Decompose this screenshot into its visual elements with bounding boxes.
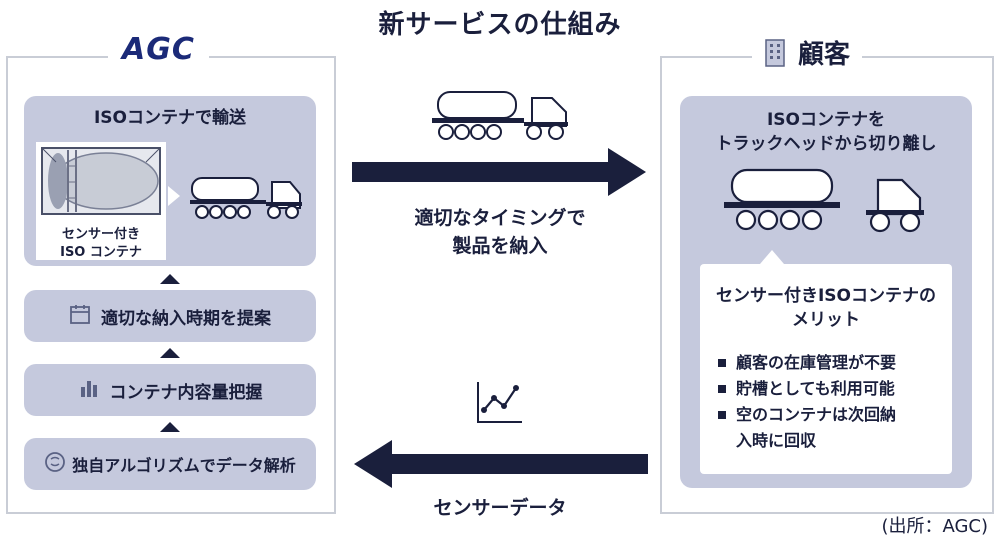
detached-truck-icon	[724, 168, 924, 233]
delivery-text-1: 適切なタイミングで	[414, 207, 586, 229]
iso-container-icon	[41, 147, 161, 215]
merit-item: 貯槽としても利用可能	[718, 376, 904, 402]
merit-item: 顧客の在庫管理が不要	[718, 350, 904, 376]
pointer-arrow	[168, 186, 180, 206]
merit-pointer	[760, 250, 784, 264]
customer-header: 顧客	[752, 34, 863, 71]
bar-chart-icon	[78, 377, 100, 404]
up-arrow-2	[160, 348, 180, 358]
step-label: 適切な納入時期を提案	[101, 308, 271, 329]
up-arrow-3	[160, 422, 180, 432]
sensor-data-label: センサーデータ	[433, 497, 567, 519]
brain-icon	[44, 451, 66, 477]
delivery-text-2: 製品を納入	[452, 235, 548, 257]
source-note: (出所：AGC)	[881, 516, 988, 537]
sensor-container-image: センサー付き ISO コンテナ	[36, 142, 166, 260]
customer-label: 顧客	[798, 40, 851, 70]
truck-icon	[432, 91, 568, 140]
merit-title-1: センサー付きISOコンテナの	[715, 286, 937, 306]
step-label: 独自アルゴリズムでデータ解析	[72, 456, 296, 475]
merit-title-2: メリット	[792, 310, 860, 330]
container-caption-1: センサー付き	[61, 227, 140, 242]
truck-small-icon	[190, 177, 302, 219]
customer-heading-2: トラックヘッドから切り離し	[715, 134, 937, 154]
step-grasp-volume: コンテナ内容量把握	[24, 364, 316, 416]
sensor-data-arrow	[354, 440, 648, 488]
up-arrow-1	[160, 274, 180, 284]
step-propose-timing: 適切な納入時期を提案	[24, 290, 316, 342]
agc-logo: AGC	[108, 32, 209, 67]
delivery-arrow	[352, 148, 646, 196]
merit-box: センサー付きISOコンテナの メリット 顧客の在庫管理が不要 貯槽としても利用可…	[700, 264, 952, 474]
customer-heading-1: ISOコンテナを	[766, 110, 886, 130]
calendar-icon	[69, 303, 91, 330]
building-icon	[765, 38, 785, 67]
step-data-analysis: 独自アルゴリズムでデータ解析	[24, 438, 316, 490]
merit-item: 空のコンテナは次回納入時に回収	[718, 402, 904, 454]
step-label: コンテナ内容量把握	[109, 382, 263, 403]
line-chart-icon	[477, 382, 522, 423]
container-caption-2: ISO コンテナ	[60, 245, 142, 260]
diagram-title: 新サービスの仕組み	[378, 10, 622, 40]
transport-heading: ISOコンテナで輸送	[93, 108, 247, 128]
